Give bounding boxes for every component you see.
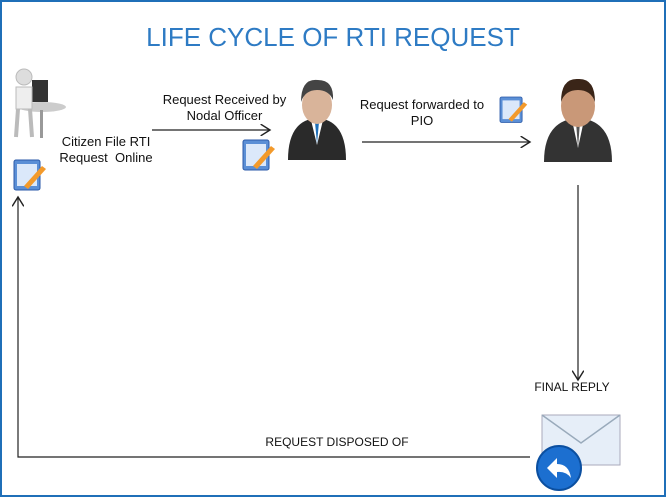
pio-officer-icon: [544, 78, 612, 162]
pio-label-line2: PIO: [410, 113, 434, 128]
citizen-computer-icon: [14, 68, 66, 138]
pio-label: Request forwarded to PIO: [347, 97, 497, 129]
pio-label-line1: Request forwarded to: [359, 97, 485, 112]
nodal-label-line1: Request Received by: [162, 92, 287, 107]
nodal-officer-icon: [288, 79, 346, 160]
citizen-label: Citizen File RTI Request Online: [52, 134, 160, 166]
nodal-label-line2: Nodal Officer: [186, 108, 263, 123]
citizen-label-line2: Request Online: [59, 150, 153, 165]
arrow-disposed-to-citizen: [18, 197, 530, 458]
request-disposed-label: REQUEST DISPOSED OF: [265, 435, 409, 449]
citizen-label-line1: Citizen File RTI: [61, 134, 151, 149]
notepad-icon: [242, 139, 275, 171]
nodal-label: Request Received by Nodal Officer: [152, 92, 297, 124]
notepad-icon: [13, 159, 46, 191]
envelope-reply-icon: [536, 414, 621, 491]
notepad-icon: [499, 96, 528, 123]
diagram-title: LIFE CYCLE OF RTI REQUEST: [146, 22, 520, 52]
final-reply-label: FINAL REPLY: [534, 380, 610, 394]
